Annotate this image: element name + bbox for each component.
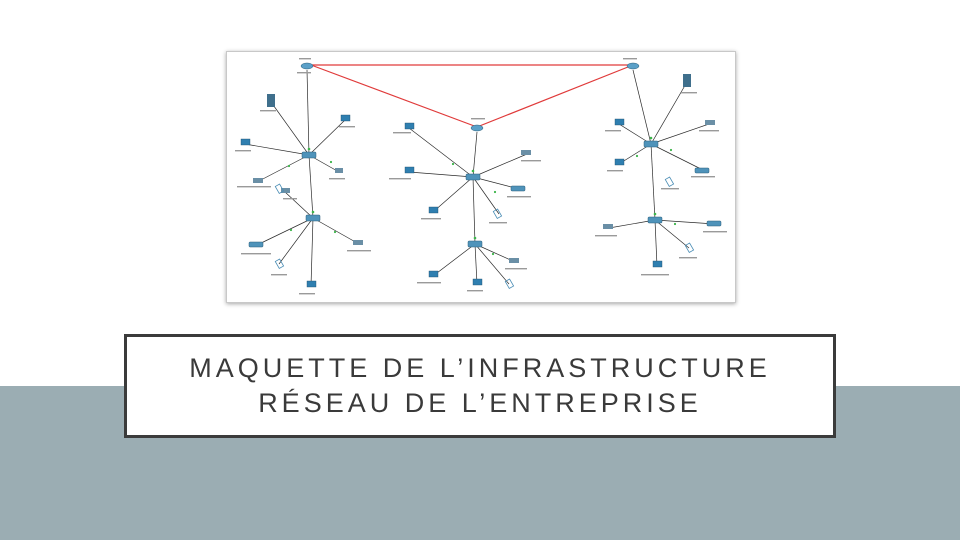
slide-title-line1: MAQUETTE DE L’INFRASTRUCTURE [189,353,771,383]
router-icon [300,62,640,132]
tablet-icon [274,176,695,290]
switch-icon [248,140,722,248]
device-caption-marks [235,58,727,295]
title-box: MAQUETTE DE L’INFRASTRUCTURE RÉSEAU DE L… [124,334,836,438]
network-topology-screenshot [226,51,736,303]
server-icon [267,74,691,107]
lan-links [244,69,716,287]
port-markers [287,136,677,256]
printer-icon [253,120,715,263]
slide-title-line2: RÉSEAU DE L’ENTREPRISE [258,388,702,418]
network-topology-diagram [235,58,727,295]
pc-icon [240,114,663,288]
wan-links [310,64,634,128]
